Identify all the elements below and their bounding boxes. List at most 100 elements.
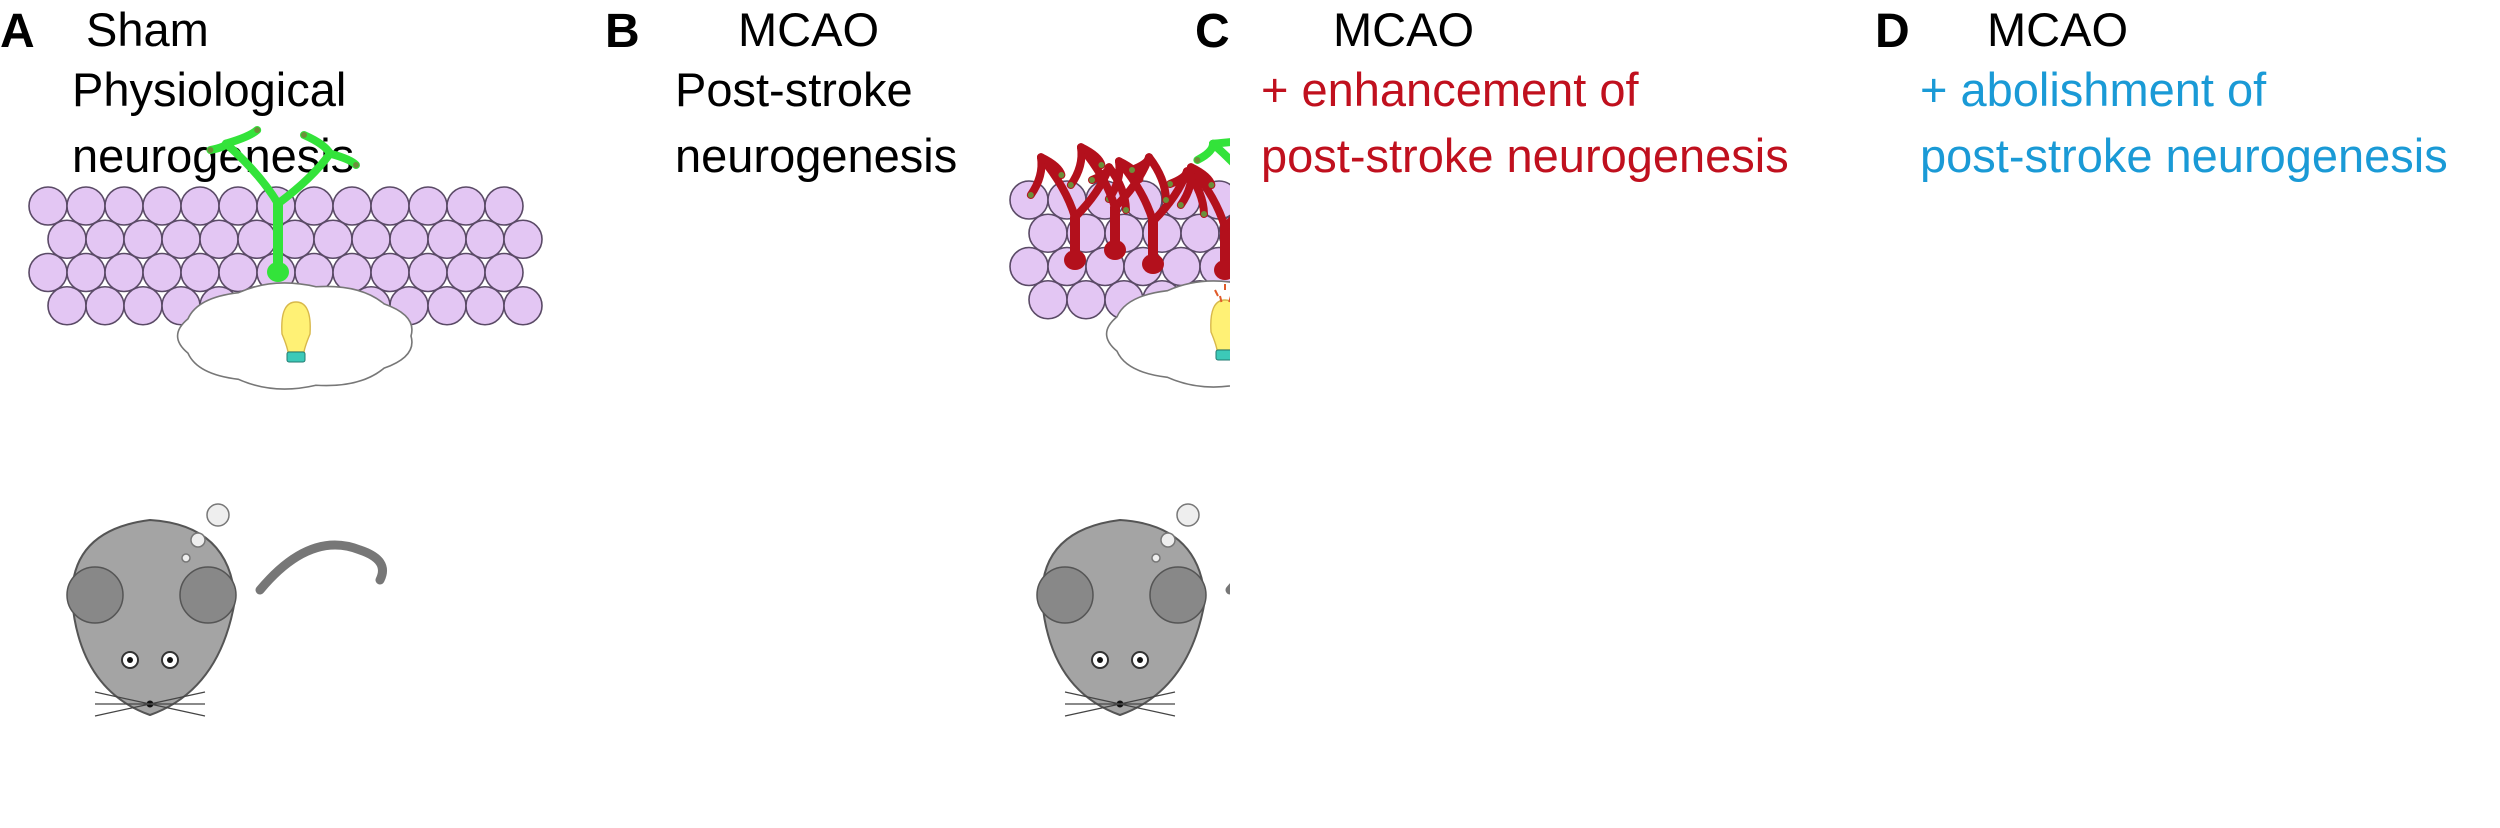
green-neuron bbox=[1193, 138, 1230, 166]
panel-title: MCAO bbox=[738, 3, 879, 56]
panel-description-line-2: post-stroke neurogenesis bbox=[1261, 129, 1789, 182]
tissue-cell bbox=[218, 252, 258, 293]
spark bbox=[1228, 295, 1230, 303]
thought-dot bbox=[206, 503, 230, 527]
bulb-glass bbox=[281, 301, 311, 353]
mouse-ear-left bbox=[1036, 566, 1094, 624]
tissue-cell bbox=[427, 285, 467, 326]
tissue-cell bbox=[408, 252, 448, 293]
thought-dot bbox=[181, 553, 191, 563]
thought-bubble bbox=[176, 282, 413, 390]
tissue-cell bbox=[503, 285, 543, 326]
dendrite-branch bbox=[1145, 153, 1170, 204]
dendrite-branch bbox=[1209, 138, 1230, 148]
tissue-cell bbox=[180, 186, 220, 226]
tissue-cell bbox=[47, 285, 87, 326]
mouse-whisker bbox=[1119, 691, 1176, 705]
tissue-cell bbox=[294, 186, 334, 226]
thought-dot bbox=[1151, 553, 1161, 563]
tissue-cell bbox=[408, 186, 448, 226]
tissue-cell bbox=[142, 252, 182, 293]
dendrite-tip bbox=[1123, 207, 1129, 213]
tissue-cell bbox=[47, 219, 87, 260]
tissue-cell bbox=[446, 186, 486, 226]
mouse-pupil bbox=[1097, 657, 1103, 663]
tissue-cell bbox=[332, 252, 372, 293]
tissue-cell bbox=[161, 219, 201, 260]
panel-c-illustration bbox=[1195, 0, 1820, 828]
tissue-cell bbox=[484, 186, 524, 226]
red-neuron bbox=[1066, 143, 1170, 260]
panel-description-line-1: Physiological bbox=[72, 63, 347, 116]
mouse-tail bbox=[255, 540, 387, 595]
panel-b: B MCAO Post-stroke neurogenesis bbox=[605, 0, 1230, 828]
mouse-body bbox=[66, 503, 387, 717]
dendrite-branch bbox=[1209, 139, 1230, 166]
tissue-cell bbox=[199, 219, 239, 260]
mouse-whisker bbox=[94, 691, 151, 705]
panel-description-line-1: + enhancement of bbox=[1261, 63, 1639, 116]
tissue-cell bbox=[446, 252, 486, 293]
red-neurons bbox=[1026, 143, 1230, 280]
tissue-cell bbox=[370, 252, 410, 293]
dendrite-tip bbox=[1067, 182, 1074, 188]
tissue-cell bbox=[1028, 213, 1068, 254]
green-neuron-cell bbox=[1193, 138, 1230, 166]
dendrite-branch bbox=[1221, 216, 1230, 232]
tissue-cell bbox=[389, 219, 429, 260]
dendrite-branch bbox=[1066, 143, 1086, 189]
mouse-pupil bbox=[167, 657, 173, 663]
dendrite-tip bbox=[1201, 211, 1207, 217]
neuron-soma bbox=[1104, 240, 1126, 260]
panel-title: MCAO bbox=[1987, 3, 2128, 56]
dendrite-tip bbox=[1089, 177, 1095, 183]
mouse-pupil bbox=[1137, 657, 1143, 663]
mouse-whisker bbox=[149, 703, 206, 717]
dendrite-tip bbox=[1129, 167, 1135, 173]
dendrite-branch bbox=[300, 131, 334, 158]
tissue-cell bbox=[351, 219, 391, 260]
tissue-cell bbox=[1009, 246, 1049, 287]
tissue-cell bbox=[503, 219, 543, 260]
tissue-cell bbox=[104, 252, 144, 293]
tissue-cell bbox=[123, 219, 163, 260]
tissue-cell bbox=[28, 186, 68, 226]
mouse-body bbox=[1036, 503, 1230, 717]
thought-bubble bbox=[1105, 280, 1230, 388]
panel-title: Sham bbox=[86, 3, 209, 56]
dendrite-tip bbox=[207, 147, 214, 153]
tissue-cell bbox=[218, 186, 258, 226]
cloud bbox=[1105, 280, 1230, 388]
tissue-cell bbox=[1009, 180, 1049, 220]
cloud-outline bbox=[1105, 280, 1230, 388]
tissue-cell bbox=[66, 252, 106, 293]
tissue-cell bbox=[370, 186, 410, 226]
neuron-soma bbox=[1214, 260, 1230, 280]
tissue-cell bbox=[123, 285, 163, 326]
mouse-whisker bbox=[94, 703, 151, 717]
green-neuron bbox=[206, 126, 360, 282]
tissue-cell bbox=[66, 186, 106, 226]
thought-dot bbox=[190, 532, 206, 548]
panel-d-illustration bbox=[1875, 0, 2500, 828]
tissue-cell bbox=[1028, 279, 1068, 320]
dendrite-branch bbox=[222, 139, 282, 208]
panel-letter: A bbox=[0, 5, 35, 58]
mouse-whisker bbox=[149, 691, 206, 705]
dendrite-tip bbox=[254, 127, 261, 133]
dendrite-tip bbox=[1177, 202, 1184, 208]
dendrite-tip bbox=[1027, 192, 1034, 198]
spark bbox=[1214, 289, 1219, 297]
green-neuron-cell bbox=[206, 126, 360, 282]
panel-letter: B bbox=[605, 5, 640, 58]
tissue-cell bbox=[313, 219, 353, 260]
dendrite-tip bbox=[1194, 157, 1201, 163]
panel-a: A Sham Physiological neurogenesis bbox=[0, 0, 625, 828]
mouse-whisker bbox=[1064, 703, 1121, 717]
dendrite-tip bbox=[1163, 197, 1169, 203]
panel-b-illustration bbox=[1009, 138, 1230, 717]
panel-description-line-2: neurogenesis bbox=[675, 129, 958, 182]
tissue-cell bbox=[28, 252, 68, 293]
red-neuron bbox=[1176, 163, 1230, 280]
panel-letter: C bbox=[1195, 5, 1230, 58]
